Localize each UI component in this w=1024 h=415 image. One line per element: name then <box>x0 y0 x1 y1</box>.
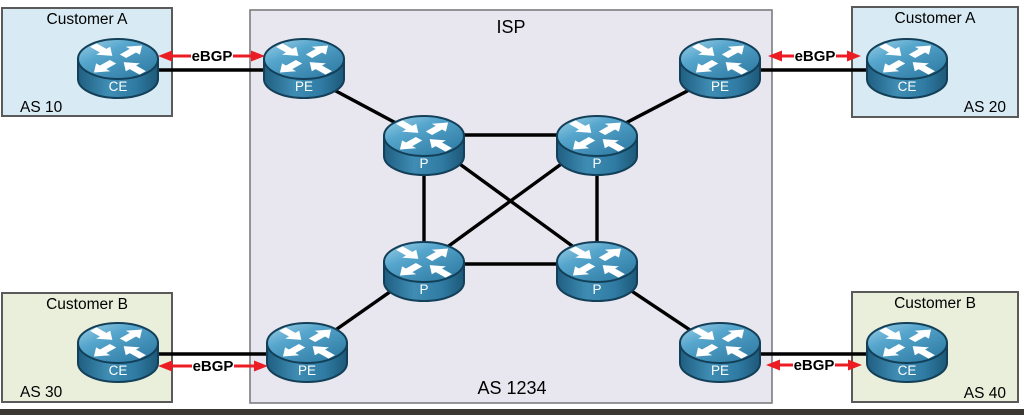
isp-as-number: AS 1234 <box>477 378 546 398</box>
ebgp-left-arrowhead-icon <box>158 50 172 62</box>
router-label: PE <box>711 363 729 378</box>
router-ce-as40: CE <box>866 322 948 383</box>
router-label: CE <box>898 363 917 378</box>
as-number-label: AS 40 <box>964 385 1007 402</box>
router-pe-top-left: PE <box>263 38 345 99</box>
router-label: PE <box>295 79 313 94</box>
router-label: P <box>592 156 601 171</box>
ebgp-left-arrowhead-icon <box>766 359 780 371</box>
router-label: P <box>419 156 428 171</box>
ebgp-left-arrowhead-icon <box>158 360 172 372</box>
ebgp-arrow-top-right: eBGP <box>768 48 861 65</box>
router-ce-as30: CE <box>77 322 159 383</box>
router-pe-bottom-right: PE <box>679 322 761 383</box>
router-p-bottom-left: P <box>383 241 465 302</box>
customer-name: Customer A <box>47 11 129 28</box>
customer-name: Customer B <box>894 295 976 312</box>
router-label: P <box>419 282 428 297</box>
ebgp-label: eBGP <box>794 357 835 374</box>
ebgp-right-arrowhead-icon <box>847 50 861 62</box>
ebgp-arrow-top-left: eBGP <box>158 48 265 65</box>
ebgp-left-arrowhead-icon <box>768 50 782 62</box>
as-number-label: AS 30 <box>20 384 63 401</box>
ebgp-right-arrowhead-icon <box>848 359 862 371</box>
ebgp-label: eBGP <box>193 358 234 375</box>
router-ce-as20: CE <box>866 38 948 99</box>
router-label: CE <box>109 363 128 378</box>
ebgp-right-arrowhead-icon <box>254 360 268 372</box>
router-label: P <box>592 282 601 297</box>
ebgp-label: eBGP <box>192 48 233 65</box>
router-label: PE <box>711 79 729 94</box>
ebgp-arrow-bottom-right: eBGP <box>766 357 862 374</box>
ebgp-label: eBGP <box>795 48 836 65</box>
as-number-label: AS 20 <box>964 99 1007 116</box>
customer-name: Customer A <box>895 10 977 27</box>
router-p-bottom-right: P <box>556 241 638 302</box>
router-ce-as10: CE <box>77 38 159 99</box>
router-p-top-left: P <box>383 115 465 176</box>
bottom-edge-strip <box>0 409 1024 415</box>
router-p-top-right: P <box>556 115 638 176</box>
customer-name: Customer B <box>46 296 128 313</box>
router-label: CE <box>109 79 128 94</box>
router-pe-top-right: PE <box>679 38 761 99</box>
isp-title: ISP <box>496 17 525 37</box>
router-label: CE <box>898 79 917 94</box>
as-number-label: AS 10 <box>20 99 63 116</box>
router-pe-bottom-left: PE <box>266 322 348 383</box>
ebgp-right-arrowhead-icon <box>251 50 265 62</box>
router-label: PE <box>298 363 316 378</box>
ebgp-arrow-bottom-left: eBGP <box>158 358 268 375</box>
